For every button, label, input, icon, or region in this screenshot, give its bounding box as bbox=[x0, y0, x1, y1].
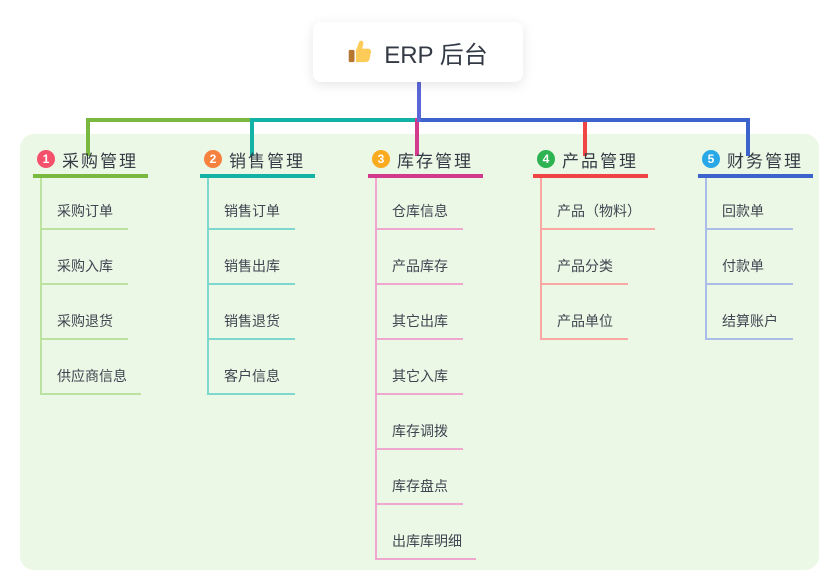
node-stock-transfer[interactable]: 库存调拨 bbox=[375, 395, 463, 450]
connector-drop-purchase bbox=[86, 118, 90, 156]
node-purchase-order[interactable]: 采购订单 bbox=[40, 178, 128, 230]
node-product-unit[interactable]: 产品单位 bbox=[540, 285, 628, 340]
node-customer-info[interactable]: 客户信息 bbox=[207, 340, 295, 395]
branch-badge: 1 bbox=[37, 150, 55, 168]
node-warehouse-info[interactable]: 仓库信息 bbox=[375, 178, 463, 230]
node-product-category[interactable]: 产品分类 bbox=[540, 230, 628, 285]
node-outbound-detail[interactable]: 出库库明细 bbox=[375, 505, 476, 560]
node-purchase-return[interactable]: 采购退货 bbox=[40, 285, 128, 340]
branch-children: 产品（物料） 产品分类 产品单位 bbox=[540, 178, 655, 340]
branch-children: 销售订单 销售出库 销售退货 客户信息 bbox=[207, 178, 315, 395]
node-stock-count[interactable]: 库存盘点 bbox=[375, 450, 463, 505]
node-settlement-account[interactable]: 结算账户 bbox=[705, 285, 793, 340]
node-payment-doc[interactable]: 付款单 bbox=[705, 230, 793, 285]
thumbs-up-icon bbox=[348, 39, 374, 65]
node-purchase-inbound[interactable]: 采购入库 bbox=[40, 230, 128, 285]
branch-purchase: 1 采购管理 采购订单 采购入库 采购退货 供应商信息 bbox=[33, 150, 148, 395]
branch-label: 财务管理 bbox=[727, 151, 803, 171]
connector-root-line bbox=[417, 82, 421, 122]
branch-label: 销售管理 bbox=[229, 151, 305, 171]
branch-children: 采购订单 采购入库 采购退货 供应商信息 bbox=[40, 178, 148, 395]
branch-header-sales[interactable]: 2 销售管理 bbox=[200, 150, 315, 178]
branch-child-line bbox=[705, 178, 707, 340]
branch-child-line bbox=[540, 178, 542, 340]
branch-header-product[interactable]: 4 产品管理 bbox=[533, 150, 648, 178]
node-supplier-info[interactable]: 供应商信息 bbox=[40, 340, 141, 395]
node-other-outbound[interactable]: 其它出库 bbox=[375, 285, 463, 340]
connector-drop-inventory bbox=[415, 118, 419, 156]
branch-inventory: 3 库存管理 仓库信息 产品库存 其它出库 其它入库 库存调拨 库存盘点 出库库… bbox=[368, 150, 483, 560]
branch-badge: 3 bbox=[372, 150, 390, 168]
branch-child-line bbox=[40, 178, 42, 395]
branch-label: 采购管理 bbox=[62, 151, 138, 171]
branch-children: 仓库信息 产品库存 其它出库 其它入库 库存调拨 库存盘点 出库库明细 bbox=[375, 178, 483, 560]
connector-rail-finance bbox=[419, 118, 750, 122]
node-sales-return[interactable]: 销售退货 bbox=[207, 285, 295, 340]
node-sales-order[interactable]: 销售订单 bbox=[207, 178, 295, 230]
root-node-label: ERP 后台 bbox=[384, 41, 488, 69]
branch-finance: 5 财务管理 回款单 付款单 结算账户 bbox=[698, 150, 813, 340]
node-sales-outbound[interactable]: 销售出库 bbox=[207, 230, 295, 285]
branch-badge: 4 bbox=[537, 150, 555, 168]
branch-badge: 5 bbox=[702, 150, 720, 168]
branch-header-inventory[interactable]: 3 库存管理 bbox=[368, 150, 483, 178]
node-receipt-doc[interactable]: 回款单 bbox=[705, 178, 793, 230]
branch-header-purchase[interactable]: 1 采购管理 bbox=[33, 150, 148, 178]
node-product-material[interactable]: 产品（物料） bbox=[540, 178, 655, 230]
connector-drop-sales bbox=[250, 118, 254, 156]
branch-header-finance[interactable]: 5 财务管理 bbox=[698, 150, 813, 178]
connector-drop-finance bbox=[746, 118, 750, 156]
root-node[interactable]: ERP 后台 bbox=[313, 22, 523, 82]
branch-children: 回款单 付款单 结算账户 bbox=[705, 178, 813, 340]
branches-panel bbox=[20, 134, 819, 570]
branch-badge: 2 bbox=[204, 150, 222, 168]
node-product-stock[interactable]: 产品库存 bbox=[375, 230, 463, 285]
branch-product: 4 产品管理 产品（物料） 产品分类 产品单位 bbox=[533, 150, 655, 340]
branch-sales: 2 销售管理 销售订单 销售出库 销售退货 客户信息 bbox=[200, 150, 315, 395]
branch-label: 库存管理 bbox=[397, 151, 473, 171]
connector-drop-product bbox=[583, 118, 587, 156]
branch-label: 产品管理 bbox=[562, 151, 638, 171]
node-other-inbound[interactable]: 其它入库 bbox=[375, 340, 463, 395]
branch-child-line bbox=[207, 178, 209, 395]
connector-rail-sales bbox=[250, 118, 421, 122]
branch-child-line bbox=[375, 178, 377, 560]
